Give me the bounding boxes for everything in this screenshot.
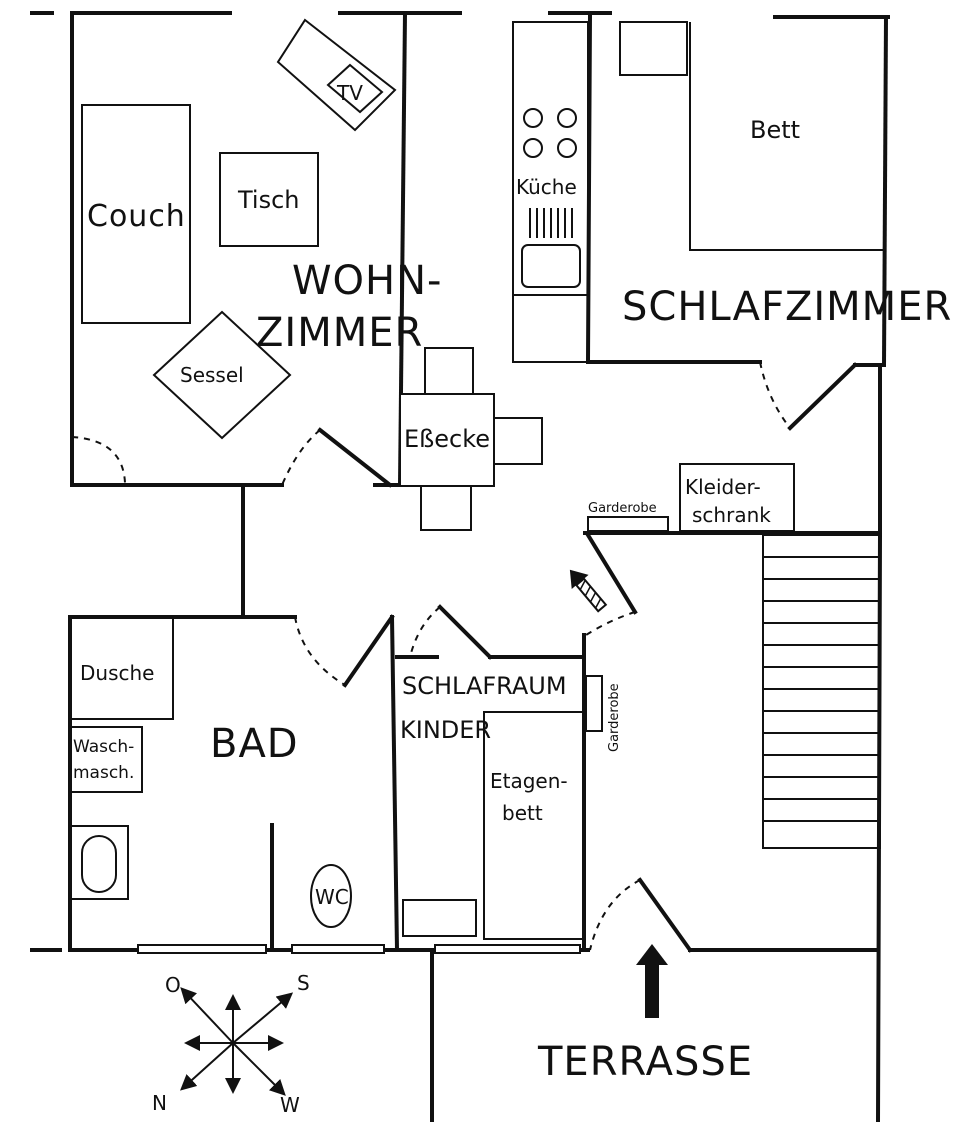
table: Tisch — [219, 152, 319, 247]
room-bad: BAD — [210, 721, 299, 767]
table-label: Tisch — [237, 186, 300, 214]
bunk-bed-label-line2: bett — [502, 801, 543, 825]
washing-machine-label-line1: Wasch- — [73, 737, 134, 757]
closet-label-line2: schrank — [692, 503, 771, 527]
couch-label: Couch — [87, 199, 186, 234]
couch: Couch — [81, 104, 191, 324]
hall-wardrobe-label: Garderobe — [588, 501, 657, 516]
washing-machine: Wasch- masch. — [69, 726, 143, 793]
tv-unit: TV — [276, 18, 397, 132]
room-kinder-line2: KINDER — [400, 716, 491, 744]
room-schlafzimmer: SCHLAFZIMMER — [622, 284, 952, 330]
staircase — [762, 534, 881, 849]
dining-area: Eßecke — [399, 347, 543, 531]
tv-label: TV — [336, 81, 363, 105]
toilet-label: WC — [315, 885, 349, 909]
bathtub — [69, 825, 129, 900]
dining-label: Eßecke — [404, 425, 490, 453]
room-wohnzimmer-line2: ZIMMER — [256, 310, 423, 356]
bed: Bett — [689, 22, 884, 251]
door-swings — [71, 361, 791, 951]
closet: Kleider- schrank — [679, 463, 795, 532]
terrace-arrow — [636, 944, 668, 1018]
washing-machine-label-line2: masch. — [73, 763, 134, 783]
kids-wardrobe: Garderobe — [585, 675, 622, 752]
entrance-arrow-diagonal — [569, 569, 608, 613]
compass-w: W — [280, 1093, 300, 1117]
armchair: Sessel — [152, 310, 292, 440]
side-cabinet — [402, 899, 477, 937]
toilet: WC — [310, 864, 352, 928]
interior-walls — [68, 10, 886, 1122]
shower-label: Dusche — [80, 661, 154, 685]
compass-s: S — [297, 971, 310, 995]
armchair-label: Sessel — [180, 363, 244, 387]
closet-label-line1: Kleider- — [685, 475, 761, 499]
compass-n: N — [152, 1091, 167, 1115]
bed-label: Bett — [750, 116, 800, 144]
oven-vents — [529, 208, 573, 238]
kitchen: Küche — [512, 21, 589, 363]
wardrobe-unit — [619, 21, 688, 76]
compass-o: O — [165, 973, 181, 997]
compass-rose: O S N W — [152, 971, 310, 1117]
room-terrasse: TERRASSE — [537, 1039, 753, 1085]
windows — [137, 944, 581, 954]
room-wohnzimmer-line1: WOHN- — [292, 258, 442, 304]
exterior-walls — [30, 11, 890, 1122]
kids-wardrobe-label: Garderobe — [607, 683, 622, 752]
room-kinder-line1: SCHLAFRAUM — [402, 672, 567, 700]
bunk-bed: Etagen- bett — [483, 711, 584, 940]
bunk-bed-label-line1: Etagen- — [490, 769, 568, 793]
shower: Dusche — [69, 616, 174, 720]
hall-wardrobe: Garderobe — [587, 501, 669, 532]
kitchen-label: Küche — [516, 175, 577, 199]
